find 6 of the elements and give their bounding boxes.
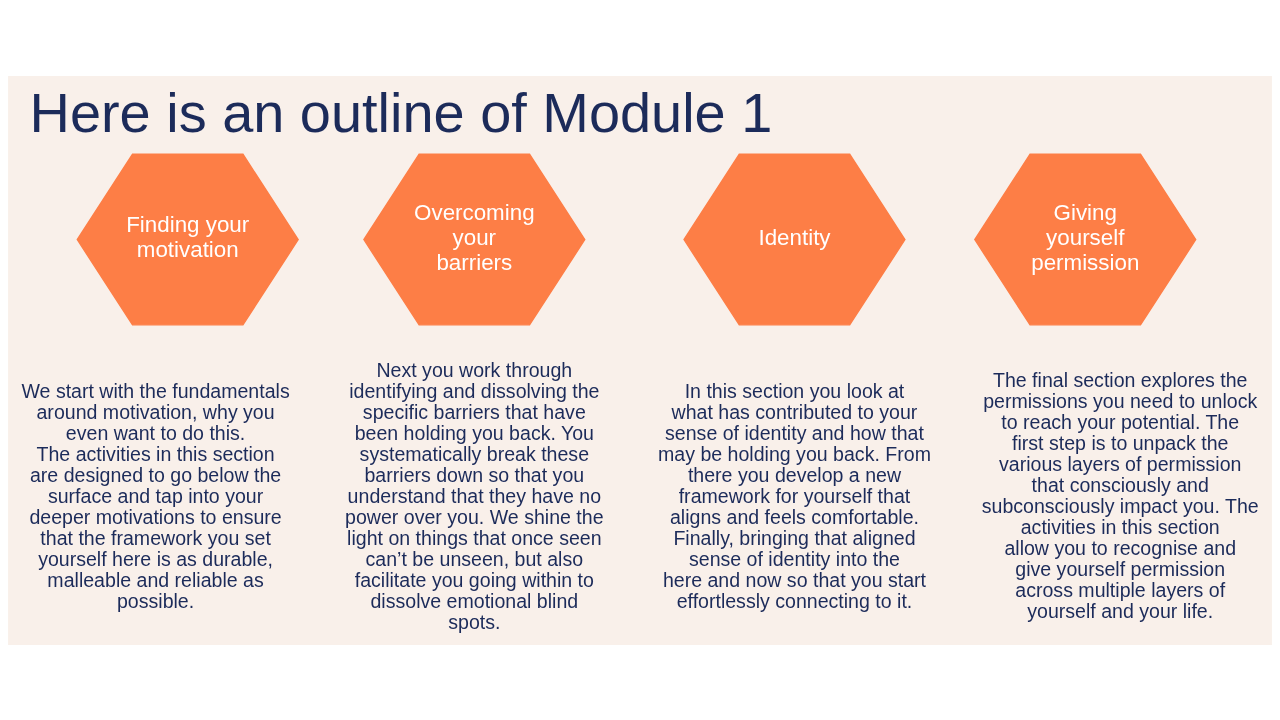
diagram-title: Here is an outline of Module 1 [29, 80, 773, 144]
node-label: Next you work through identifying and dissolving the specific barriers that have been holding you back. You systematically break these barriers down so that you understand that they have no power over you. We shine the light on things that once seen can’t be unseen, but also facilitate you going within to dissolve emotional blind spots. [345, 358, 604, 632]
node-label: In this section you look at what has contributed to your sense of identity and how that may be holding you back. From there you develop a new framework for yourself that aligns and feels comfortable. Finally, bringing that aligned sense of identity into the here and now so that you start effortlessly connecting to it. [658, 379, 931, 612]
node-label: We start with the fundamentals around motivation, why you even want to do this. [21, 379, 290, 444]
node-label: The final section explores the permissions you need to unlock to reach your potential. The first step is to unpack the various layers of permission that consciously and subconsciously impact you. The activities in this section allow you to recognise and give yourself permission across multiple layers of yourself and your life. [981, 368, 1259, 622]
node-label: The activities in this section are designed to go below the surface and tap into your deeper motivations to ensure that the framework you set yourself here is as durable, malleable and reliable as possible. [29, 442, 282, 612]
